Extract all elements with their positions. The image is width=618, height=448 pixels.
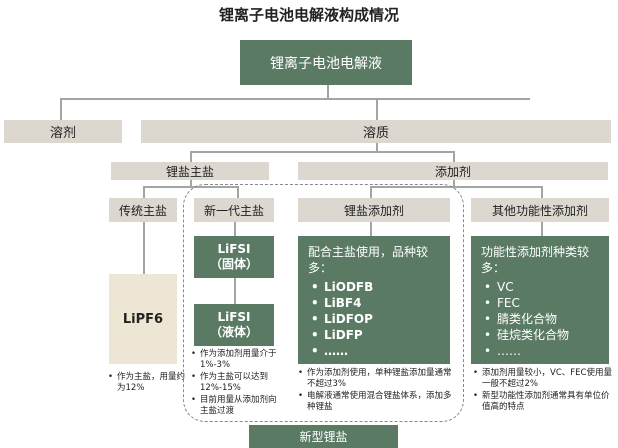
traditional-note: 作为主盐，用量约为12% bbox=[108, 372, 186, 394]
connector-solute-down bbox=[376, 143, 378, 152]
connector-other-additive bbox=[541, 186, 543, 198]
other-additive-box: 功能性添加剂种类较多： VC FEC 腈类化合物 硅烷类化合物 …… bbox=[471, 236, 609, 364]
new-salt-dashed-group bbox=[183, 184, 464, 422]
other-additive-note: 添加剂用量较小，VC、FEC使用量一般不超过2% bbox=[473, 368, 613, 390]
lithium-salt-node: 锂盐主盐 bbox=[111, 162, 269, 180]
new-gen-note: 作为添加剂用量介于1%-3% bbox=[191, 349, 283, 371]
new-gen-note: 作为主盐可以达到12%-15% bbox=[191, 372, 283, 394]
connector-solute bbox=[376, 98, 378, 120]
root-node: 锂离子电池电解液 bbox=[240, 40, 412, 85]
connector-level2-bar bbox=[190, 151, 454, 153]
connector-salt-additive bbox=[370, 186, 372, 198]
salt-additive-node: 锂盐添加剂 bbox=[298, 198, 450, 222]
salt-additive-item: LiODFB bbox=[308, 279, 440, 295]
connector-additive bbox=[453, 151, 455, 162]
lifsi-liquid-state: （液体） bbox=[209, 325, 258, 339]
connector-traditional bbox=[143, 186, 145, 198]
connector-new-gen-down bbox=[234, 222, 236, 236]
additive-node: 添加剂 bbox=[298, 162, 608, 180]
salt-additive-item: …… bbox=[308, 343, 440, 359]
other-additive-list: VC FEC 腈类化合物 硅烷类化合物 …… bbox=[481, 279, 599, 359]
salt-additive-box: 配合主盐使用，品种较多： LiODFB LiBF4 LiDFOP LiDFP …… bbox=[298, 236, 450, 364]
connector-salt-additive-down bbox=[370, 222, 372, 236]
connector-traditional-down bbox=[143, 222, 145, 274]
connector-lithium-salt-down bbox=[190, 180, 192, 187]
salt-additive-item: LiDFP bbox=[308, 327, 440, 343]
lifsi-liquid-name: LiFSI bbox=[217, 310, 251, 324]
other-additive-item: …… bbox=[481, 343, 599, 359]
salt-additive-item: LiDFOP bbox=[308, 311, 440, 327]
salt-additive-note: 电解液通常使用混合锂盐体系，添加多种锂盐 bbox=[298, 391, 456, 413]
new-gen-salt-node: 新一代主盐 bbox=[194, 198, 274, 222]
connector-level1-bar bbox=[60, 98, 530, 100]
other-additive-item: 腈类化合物 bbox=[481, 311, 599, 327]
lifsi-solid-box: LiFSI （固体） bbox=[194, 236, 274, 278]
traditional-notes: 作为主盐，用量约为12% bbox=[108, 372, 186, 395]
solvent-node: 溶剂 bbox=[4, 120, 122, 143]
connector-new-gen bbox=[237, 186, 239, 198]
other-additive-notes: 添加剂用量较小，VC、FEC使用量一般不超过2% 新型功能性添加剂通常具有单位价… bbox=[473, 368, 613, 414]
lifsi-solid-state: （固体） bbox=[209, 257, 258, 271]
other-additive-item: 硅烷类化合物 bbox=[481, 327, 599, 343]
diagram-title: 锂离子电池电解液构成情况 bbox=[218, 6, 399, 24]
connector-additive-bar bbox=[370, 186, 542, 188]
other-additive-item: VC bbox=[481, 279, 599, 295]
solute-node: 溶质 bbox=[141, 120, 611, 143]
other-additive-note: 新型功能性添加剂通常具有单位价值高的特点 bbox=[473, 391, 613, 413]
salt-additive-notes: 作为添加剂使用，单种锂盐添加量通常不超过3% 电解液通常使用混合锂盐体系，添加多… bbox=[298, 368, 456, 414]
other-additive-intro: 功能性添加剂种类较多： bbox=[481, 245, 590, 275]
connector-additive-down bbox=[453, 180, 455, 187]
lipf6-box: LiPF6 bbox=[109, 274, 177, 364]
lifsi-liquid-box: LiFSI （液体） bbox=[194, 304, 274, 346]
traditional-salt-node: 传统主盐 bbox=[109, 198, 177, 222]
salt-additive-item: LiBF4 bbox=[308, 295, 440, 311]
lifsi-solid-name: LiFSI bbox=[217, 242, 251, 256]
connector-salt-bar bbox=[143, 186, 238, 188]
salt-additive-list: LiODFB LiBF4 LiDFOP LiDFP …… bbox=[308, 279, 440, 359]
other-additive-node: 其他功能性添加剂 bbox=[471, 198, 609, 222]
new-salt-label: 新型锂盐 bbox=[249, 425, 398, 448]
salt-additive-note: 作为添加剂使用，单种锂盐添加量通常不超过3% bbox=[298, 368, 456, 390]
connector-solvent bbox=[60, 98, 62, 120]
connector-lifsi bbox=[234, 278, 236, 304]
salt-additive-intro: 配合主盐使用，品种较多： bbox=[308, 245, 429, 275]
connector-root-down bbox=[327, 85, 329, 99]
connector-lithium-salt bbox=[190, 151, 192, 162]
other-additive-item: FEC bbox=[481, 295, 599, 311]
connector-other-additive-down bbox=[541, 222, 543, 236]
